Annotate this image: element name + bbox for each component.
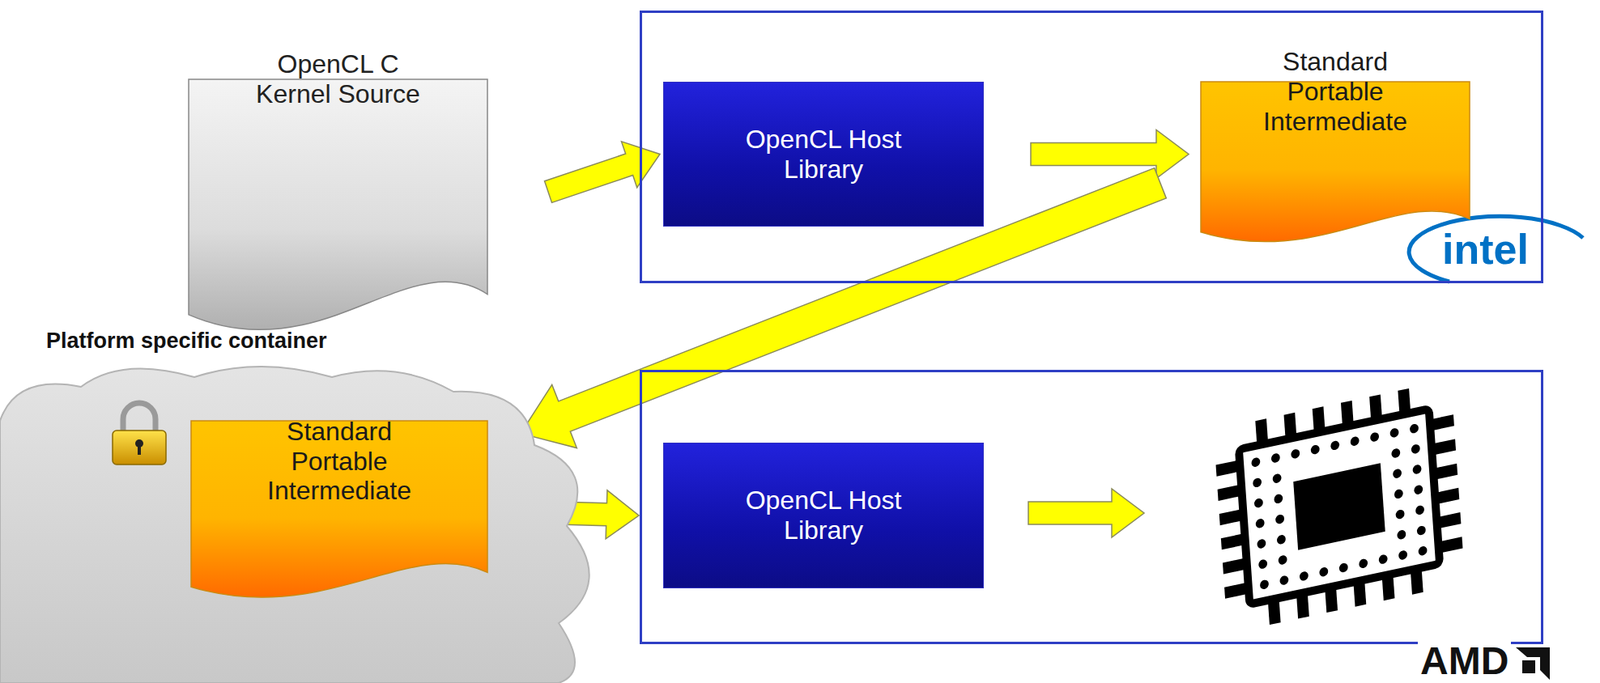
chip-ball	[1271, 452, 1281, 464]
chip-ball	[1417, 545, 1428, 557]
chip-ball	[1392, 468, 1403, 480]
chip-ball	[1259, 579, 1270, 591]
chip-ball	[1394, 489, 1405, 500]
chip-ball	[1349, 436, 1360, 447]
block-arrow	[544, 141, 660, 203]
chip-ball	[1409, 423, 1420, 435]
chip-ball	[1398, 549, 1409, 561]
chip-ball	[1395, 509, 1405, 520]
chip-ball	[1255, 518, 1265, 529]
node-label: OpenCL C Kernel Source	[244, 49, 433, 110]
logo-text: AMD	[1417, 642, 1511, 681]
chip-body	[1238, 408, 1440, 605]
chip-ball	[1412, 463, 1422, 475]
process-box: OpenCL Host Library	[663, 442, 984, 589]
chip-ball	[1339, 562, 1349, 574]
chip-ball	[1396, 529, 1407, 541]
process-box: OpenCL Host Library	[663, 81, 984, 227]
chip-ball	[1378, 553, 1388, 565]
chip-ball	[1276, 534, 1287, 545]
lock-icon	[112, 403, 166, 465]
chip-ball	[1415, 505, 1426, 516]
node-label: Standard Portable Intermediate	[245, 417, 434, 507]
vendor-frame: intel OpenCL Host Library Standard Portabl…	[639, 10, 1544, 284]
chip-ball	[1310, 444, 1320, 456]
container-label: Platform specific container	[46, 328, 328, 354]
chip-ball	[1254, 497, 1264, 509]
document-shape: OpenCL C Kernel Source	[188, 79, 488, 336]
document-shape: Standard Portable Intermediate	[1200, 81, 1470, 246]
logo-text: intel	[1439, 228, 1532, 271]
chip-illustration	[1212, 379, 1465, 635]
chip-ball	[1319, 566, 1329, 578]
chip-ball	[1358, 558, 1369, 570]
intel-swoosh	[1408, 216, 1583, 282]
chip-ball	[1275, 514, 1286, 525]
block-arrow	[1030, 129, 1189, 179]
node-label: OpenCL Host Library	[717, 485, 930, 546]
chip-ball	[1417, 525, 1427, 537]
document-outline	[1200, 81, 1470, 246]
chip-ball	[1273, 493, 1284, 505]
chip-ball	[1413, 485, 1424, 496]
chip-ball	[1252, 477, 1263, 489]
node-label: OpenCL Host Library	[717, 124, 930, 185]
chip-ball	[1279, 574, 1290, 586]
chip-ball	[1411, 443, 1422, 455]
amd-arrow-symbol	[1515, 647, 1550, 681]
chip-ball	[1256, 538, 1267, 549]
chip-die	[1293, 463, 1386, 550]
chip-ball	[1391, 447, 1401, 459]
chip-ball	[1258, 558, 1269, 570]
vendor-frame: AMDOpenCL Host Library	[639, 370, 1544, 645]
chip-ball	[1299, 570, 1310, 582]
document-outline	[188, 79, 488, 336]
document-shape: Standard Portable Intermediate	[191, 421, 488, 602]
chip-ball	[1272, 473, 1282, 485]
chip-ball	[1330, 440, 1341, 452]
chip-ball	[1251, 457, 1261, 469]
chip-ball	[1290, 448, 1301, 460]
chip-ball	[1370, 431, 1380, 443]
chip-ball	[1277, 554, 1288, 566]
chip-ball	[1389, 427, 1400, 439]
node-label: Standard Portable Intermediate	[1241, 46, 1430, 137]
cloud-container: Platform specific containerStandard Port…	[0, 323, 622, 683]
block-arrow	[1028, 489, 1145, 538]
